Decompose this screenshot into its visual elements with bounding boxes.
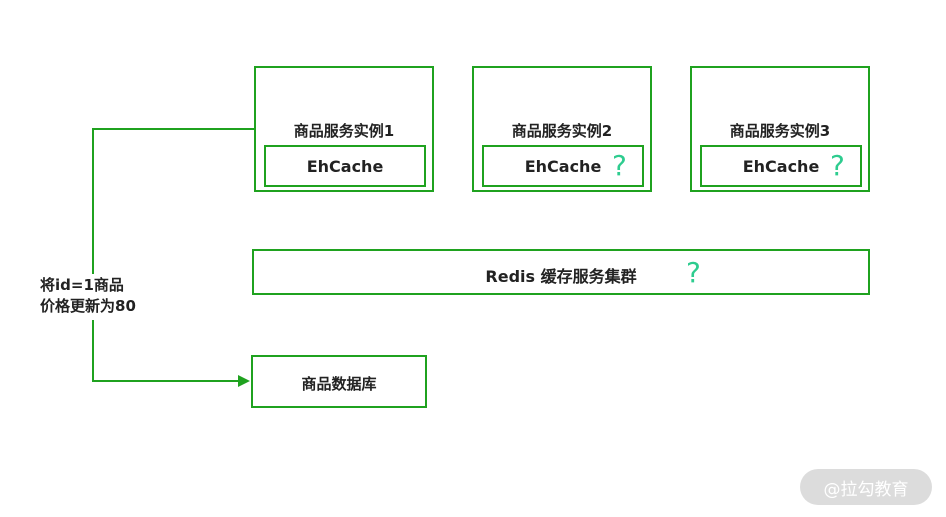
connector-vertical xyxy=(92,128,94,382)
connector-bottom-horizontal xyxy=(92,380,239,382)
arrow-head-icon xyxy=(238,375,250,387)
service-instance-2-title: 商品服务实例2 xyxy=(511,122,613,140)
product-database-box: 商品数据库 xyxy=(251,355,427,408)
ehcache-box-3: EhCache xyxy=(700,145,862,187)
ehcache-label-2: EhCache xyxy=(524,156,602,176)
ehcache-box-1: EhCache xyxy=(264,145,426,187)
service-instance-1-title: 商品服务实例1 xyxy=(293,122,395,140)
update-label-line2: 价格更新为80 xyxy=(40,297,136,315)
connector-top-horizontal xyxy=(92,128,255,130)
question-mark-icon: ? xyxy=(830,149,845,182)
ehcache-box-2: EhCache xyxy=(482,145,644,187)
ehcache-label-3: EhCache xyxy=(742,156,820,176)
question-mark-icon: ? xyxy=(686,256,701,289)
service-instance-2: 商品服务实例2 EhCache ? xyxy=(472,66,652,192)
redis-cluster-box: Redis 缓存服务集群 ? xyxy=(252,249,870,295)
question-mark-icon: ? xyxy=(612,149,627,182)
update-label: 将id=1商品 价格更新为80 xyxy=(40,274,172,320)
service-instance-3: 商品服务实例3 EhCache ? xyxy=(690,66,870,192)
product-database-label: 商品数据库 xyxy=(301,375,377,393)
service-instance-3-title: 商品服务实例3 xyxy=(729,122,831,140)
update-label-line1: 将id=1商品 xyxy=(40,276,124,294)
ehcache-label-1: EhCache xyxy=(306,156,384,176)
service-instance-1: 商品服务实例1 EhCache xyxy=(254,66,434,192)
redis-cluster-label: Redis 缓存服务集群 xyxy=(485,267,637,286)
watermark-logo: @拉勾教育 xyxy=(800,469,932,505)
